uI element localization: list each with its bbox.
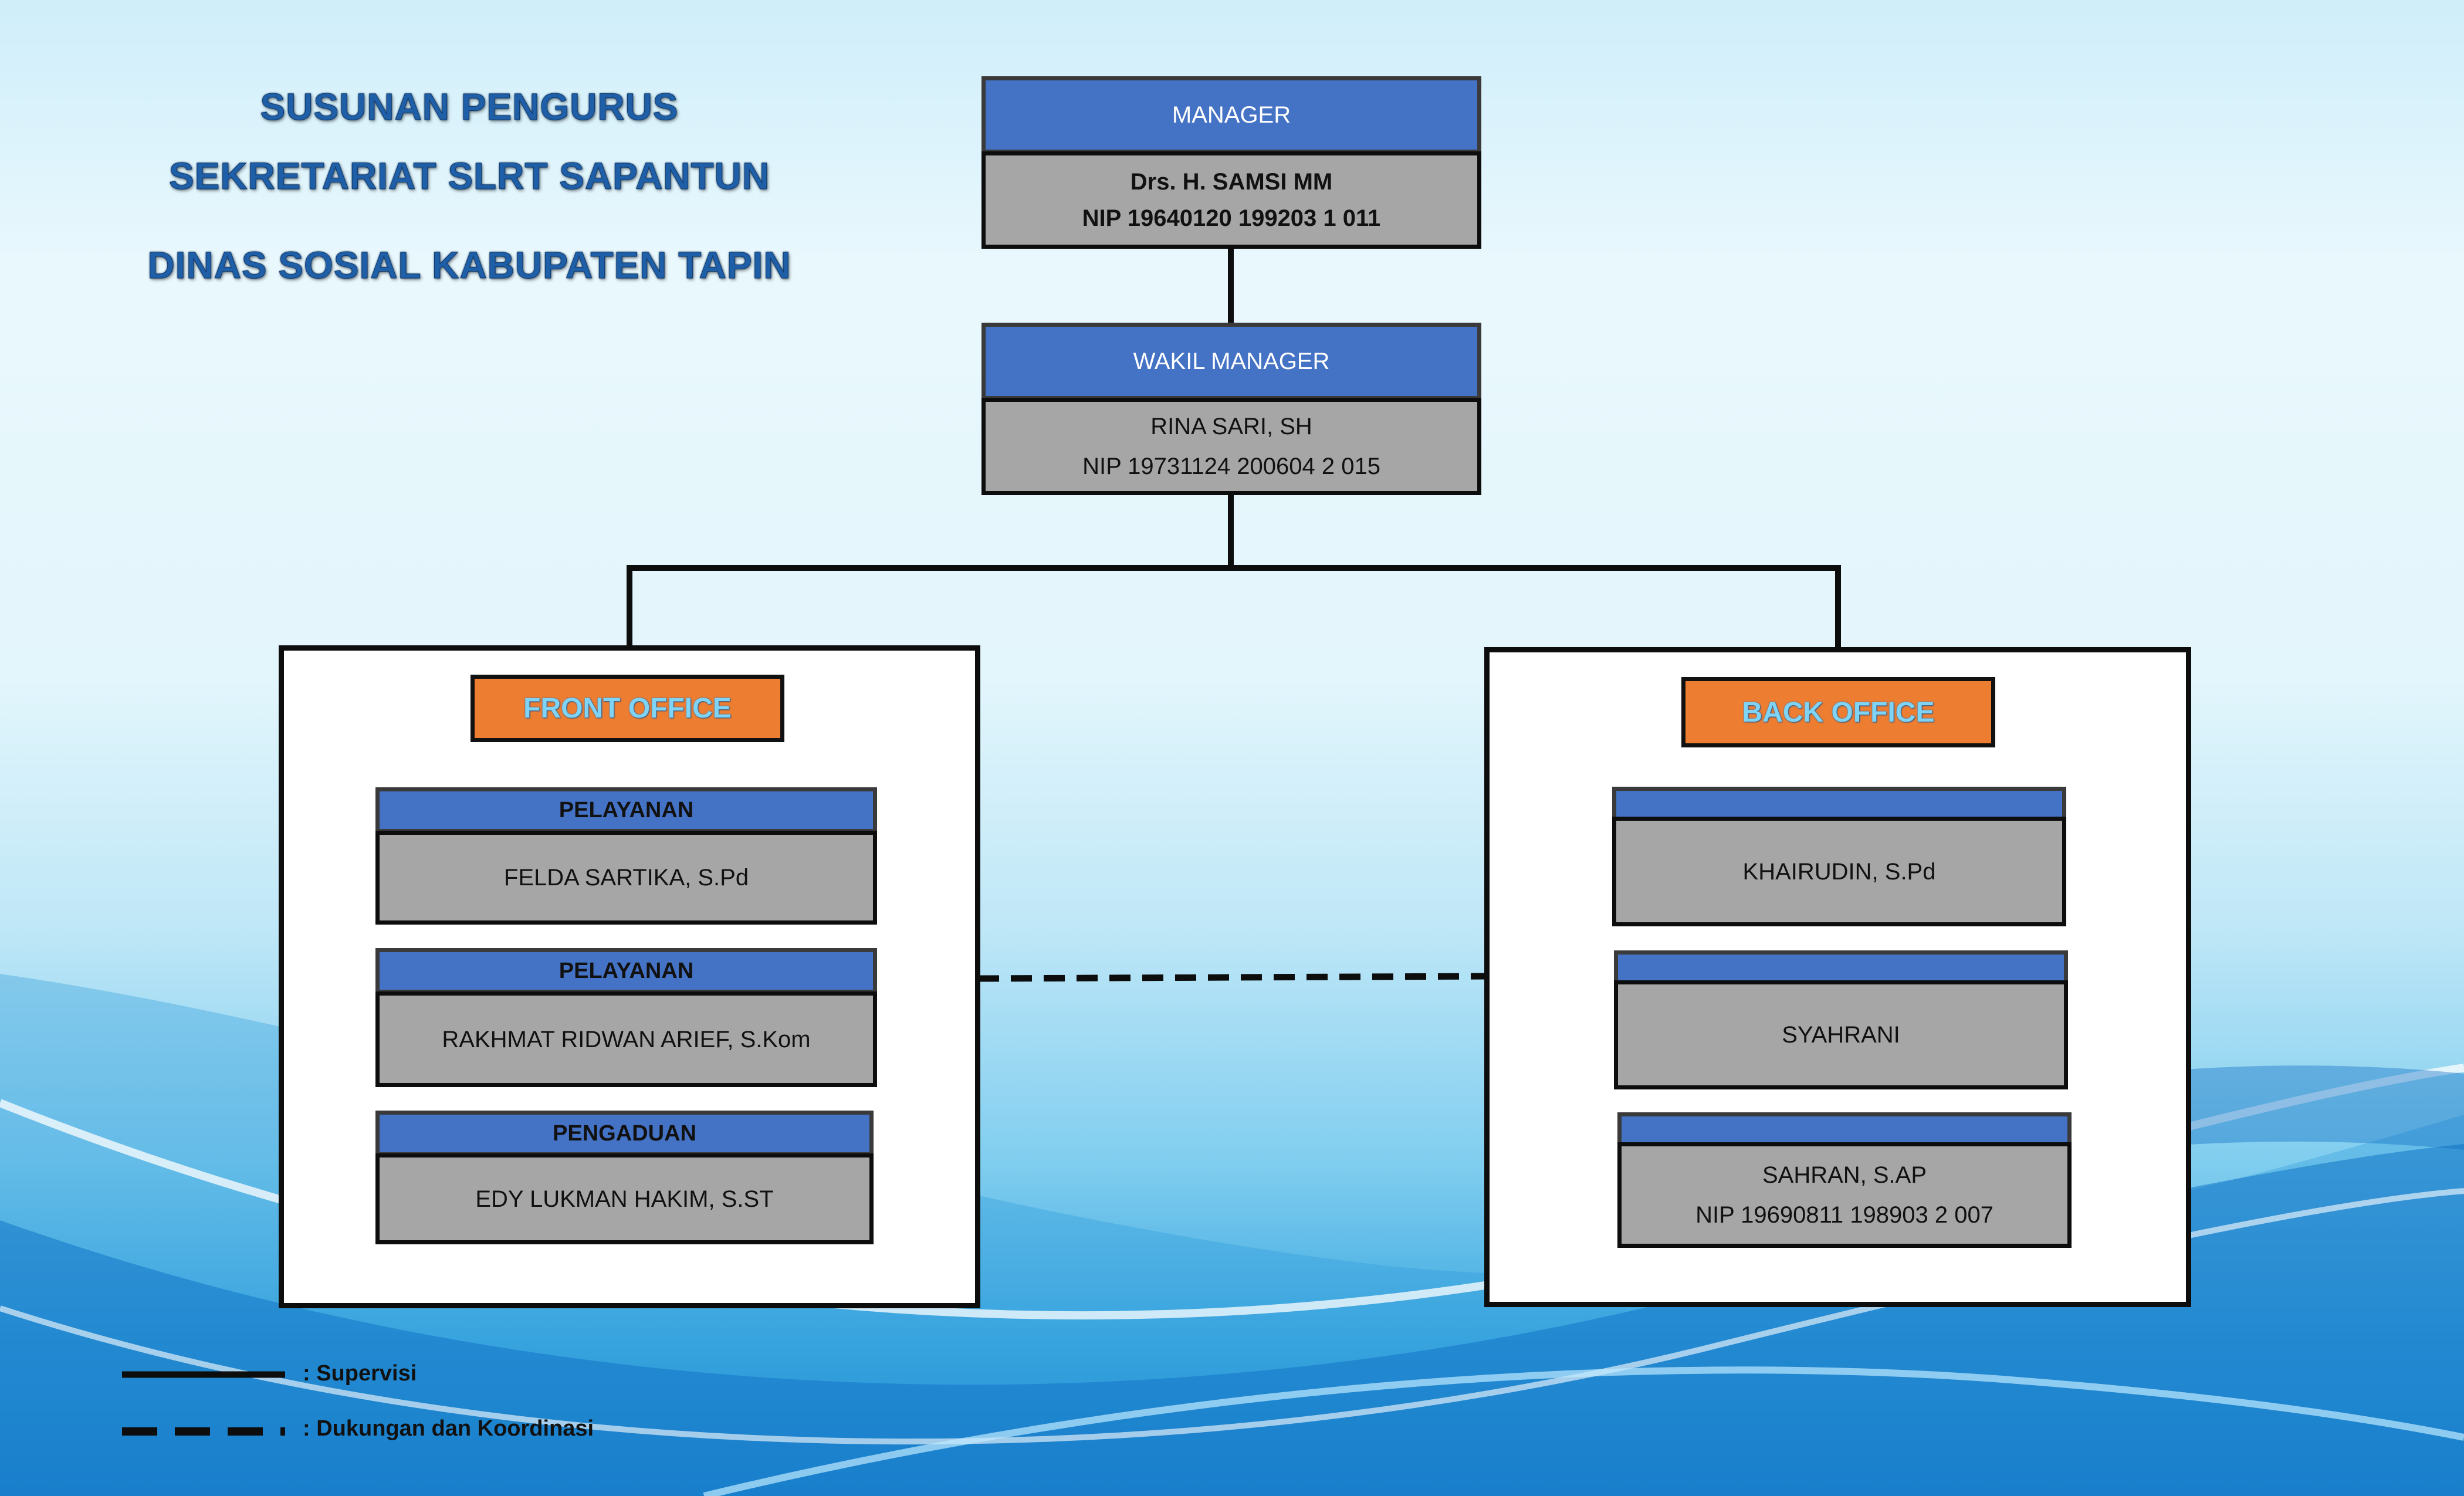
line-branch: [627, 565, 1841, 650]
back-member-1-header: [1612, 787, 2066, 821]
back-member-2-header: [1614, 950, 2068, 984]
back-office-label: BACK OFFICE: [1681, 677, 1995, 747]
manager-nip: NIP 19640120 199203 1 011: [1082, 205, 1381, 231]
legend-dukungan: : Dukungan dan Koordinasi: [303, 1416, 594, 1441]
back-member-1-body: KHAIRUDIN, S.Pd: [1612, 817, 2066, 926]
back-member-3-header: [1617, 1112, 2072, 1146]
front-member-2-name: RAKHMAT RIDWAN ARIEF, S.Kom: [442, 1026, 811, 1052]
front-member-2-role: PELAYANAN: [375, 948, 877, 994]
front-member-3-body: EDY LUKMAN HAKIM, S.ST: [375, 1153, 874, 1244]
wakil-manager-name: RINA SARI, SH: [1150, 414, 1312, 439]
front-member-1-role: PELAYANAN: [375, 787, 877, 833]
back-member-1-name: KHAIRUDIN, S.Pd: [1742, 858, 1936, 885]
front-member-3-role: PENGADUAN: [375, 1111, 874, 1156]
front-member-3-name: EDY LUKMAN HAKIM, S.ST: [475, 1186, 774, 1212]
back-member-3-nip: NIP 19690811 198903 2 007: [1695, 1202, 1993, 1228]
legend-supervisi: : Supervisi: [303, 1361, 417, 1386]
wakil-manager-body: RINA SARI, SH NIP 19731124 200604 2 015: [981, 398, 1481, 495]
wakil-manager-header: WAKIL MANAGER: [981, 323, 1481, 400]
front-office-label: FRONT OFFICE: [471, 675, 784, 742]
line-coordination: [977, 973, 1488, 982]
title-line-1: SUSUNAN PENGURUS: [260, 86, 679, 128]
title-line-3: DINAS SOSIAL KABUPATEN TAPIN: [147, 244, 791, 287]
front-member-1-name: FELDA SARTIKA, S.Pd: [503, 865, 749, 891]
back-member-2-name: SYAHRANI: [1782, 1022, 1900, 1048]
manager-header: MANAGER: [981, 76, 1481, 154]
wakil-manager-nip: NIP 19731124 200604 2 015: [1082, 453, 1380, 479]
manager-role: MANAGER: [1172, 101, 1291, 128]
manager-name: Drs. H. SAMSI MM: [1130, 169, 1333, 195]
title-line-2: SEKRETARIAT SLRT SAPANTUN: [168, 155, 770, 198]
back-member-3-body: SAHRAN, S.AP NIP 19690811 198903 2 007: [1617, 1142, 2072, 1248]
back-member-3-name: SAHRAN, S.AP: [1762, 1162, 1927, 1188]
manager-body: Drs. H. SAMSI MM NIP 19640120 199203 1 0…: [981, 151, 1481, 249]
front-member-2-body: RAKHMAT RIDWAN ARIEF, S.Kom: [375, 991, 877, 1087]
back-member-2-body: SYAHRANI: [1614, 980, 2068, 1089]
wakil-manager-role: WAKIL MANAGER: [1133, 348, 1330, 374]
front-member-1-body: FELDA SARTIKA, S.Pd: [375, 831, 877, 925]
